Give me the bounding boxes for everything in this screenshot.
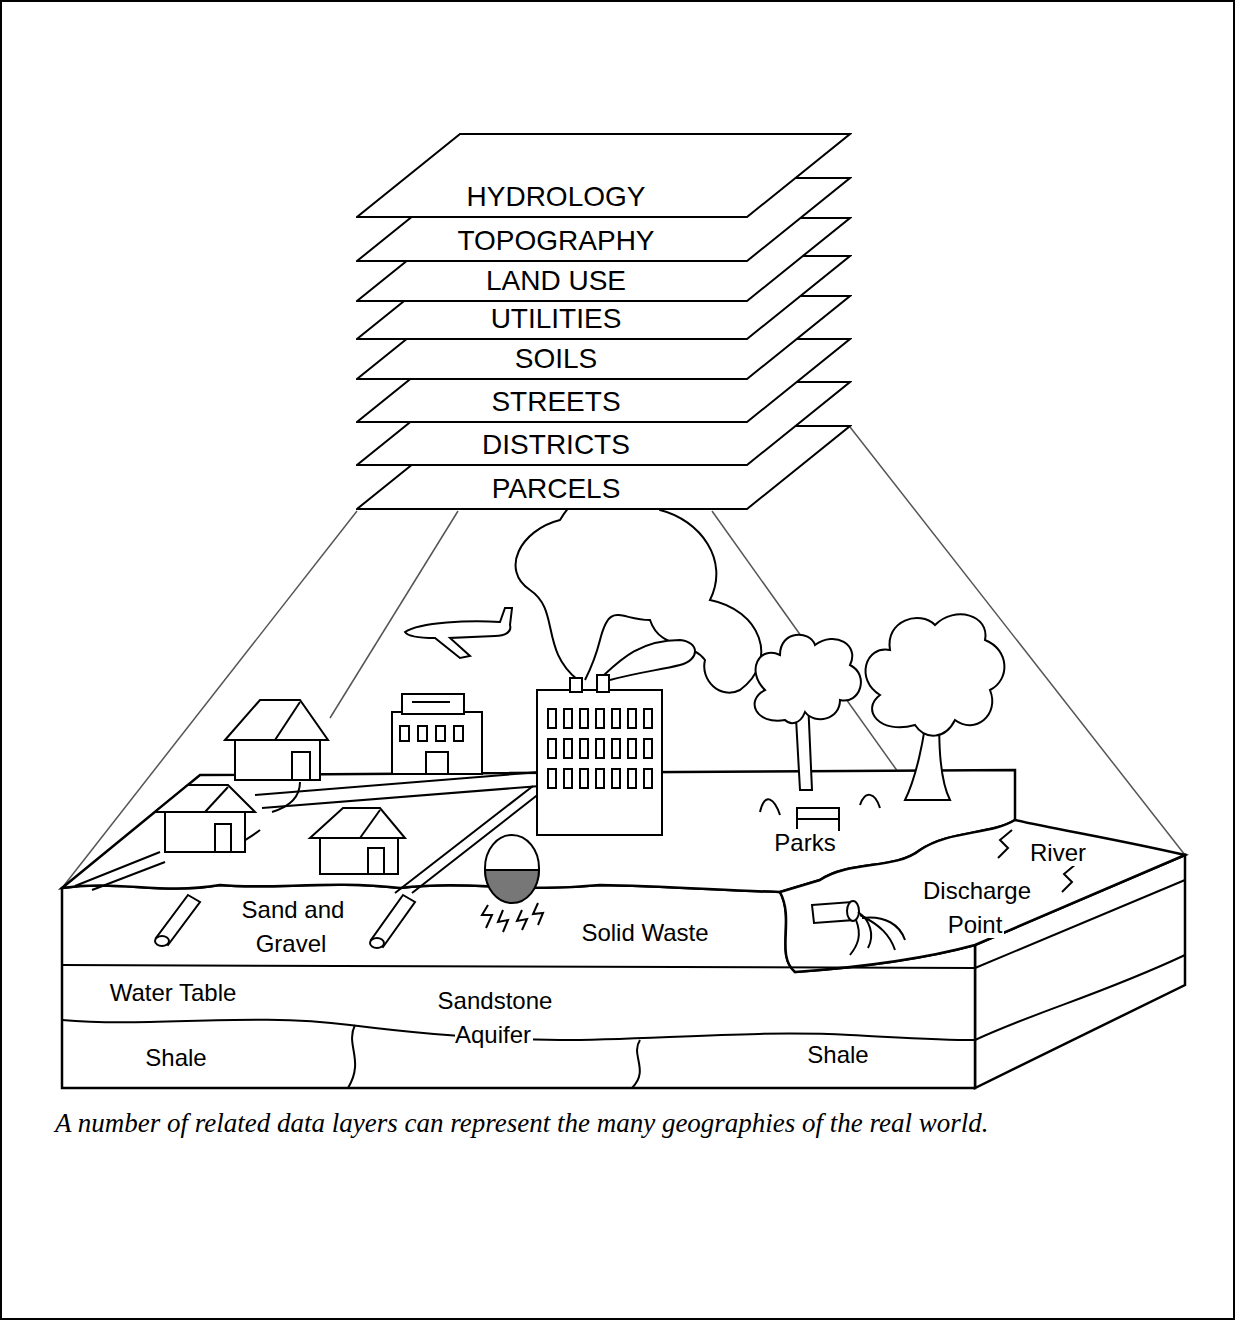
strata-lines	[62, 880, 1185, 1088]
water-table-label: Water Table	[78, 976, 268, 1010]
layer-name: UTILITIES	[406, 302, 706, 336]
aquifer-label: Sandstone Aquifer	[419, 984, 569, 1052]
layer-name: PARCELS	[406, 472, 706, 506]
data-layer-plane: HYDROLOGY	[356, 133, 852, 219]
label-text: Shale	[143, 1044, 208, 1071]
discharge-pipe	[812, 901, 905, 955]
label-text: Shale	[805, 1041, 870, 1068]
label-text: Solid Waste	[579, 919, 710, 946]
streets	[75, 772, 540, 893]
layer-name: STREETS	[406, 385, 706, 419]
label-text: Sand and Gravel	[240, 896, 345, 957]
layer-name: LAND USE	[406, 264, 706, 298]
airplane	[405, 608, 512, 658]
layer-name: TOPOGRAPHY	[406, 224, 706, 258]
office-building	[392, 694, 482, 774]
river-label: River	[1013, 836, 1103, 870]
park-label: Parks	[755, 826, 855, 860]
label-text: Sandstone Aquifer	[436, 987, 553, 1048]
waste-label: Solid Waste	[555, 916, 735, 950]
factory	[516, 481, 762, 835]
layer-name: SOILS	[406, 342, 706, 376]
trees	[755, 614, 1005, 815]
solid-waste-pit	[482, 835, 543, 932]
shale-label: Shale	[131, 1041, 221, 1075]
label-text: Water Table	[108, 979, 239, 1006]
layer-name: HYDROLOGY	[406, 180, 706, 214]
figure-caption: A number of related data layers can repr…	[55, 1105, 1165, 1141]
projection-lines	[62, 427, 1185, 888]
label-text: Parks	[772, 829, 837, 856]
shale-label: Shale	[793, 1038, 883, 1072]
houses	[155, 700, 405, 874]
stratum-label: Sand and Gravel	[227, 893, 357, 961]
label-text: Discharge Point	[921, 877, 1031, 938]
label-text: River	[1028, 839, 1088, 866]
layer-name: DISTRICTS	[406, 428, 706, 462]
discharge-label: Discharge Point	[901, 874, 1051, 942]
